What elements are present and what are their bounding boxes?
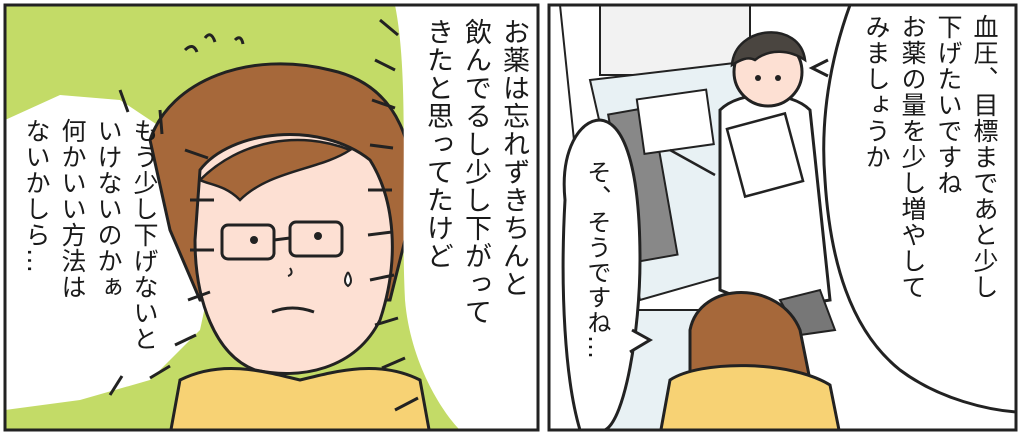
patient-speech-text: そ、そうですね… — [580, 160, 614, 420]
left-panel-frame — [3, 3, 540, 432]
woman-thought-text: もう少し下げないと いけないのかぁ 何かいい方法は ないかしら… — [18, 118, 162, 418]
thought-line: 何かいい方法は — [58, 118, 87, 300]
patient-line: そ、そうですね… — [583, 160, 611, 360]
doctor-line: 下げたいですね — [934, 14, 963, 196]
doctor-line: お薬の量を少し増やして — [898, 14, 927, 300]
right-panel-art — [549, 5, 1016, 430]
doctor-line: みましょうか — [862, 14, 891, 170]
thought-line: もう少し下げないと — [130, 118, 159, 352]
right-panel-frame — [547, 3, 1018, 432]
thought-line: いけないのかぁ — [94, 118, 123, 300]
speech-line: お薬は忘れずきちんと — [498, 18, 529, 298]
doctor-line: 血圧、目標まであと少し — [970, 14, 999, 300]
speech-line: きたと思ってたけど — [422, 18, 453, 270]
thought-line: ないかしら… — [22, 118, 51, 274]
doctor-speech-text: 血圧、目標まであと少し 下げたいですね お薬の量を少し増やして みましょうか — [858, 14, 1002, 409]
left-panel-art — [5, 5, 538, 430]
woman-speech-text: お薬は忘れずきちんと 飲んでるし少し下がって きたと思ってたけど — [418, 18, 532, 418]
speech-line: 飲んでるし少し下がって — [460, 18, 491, 326]
